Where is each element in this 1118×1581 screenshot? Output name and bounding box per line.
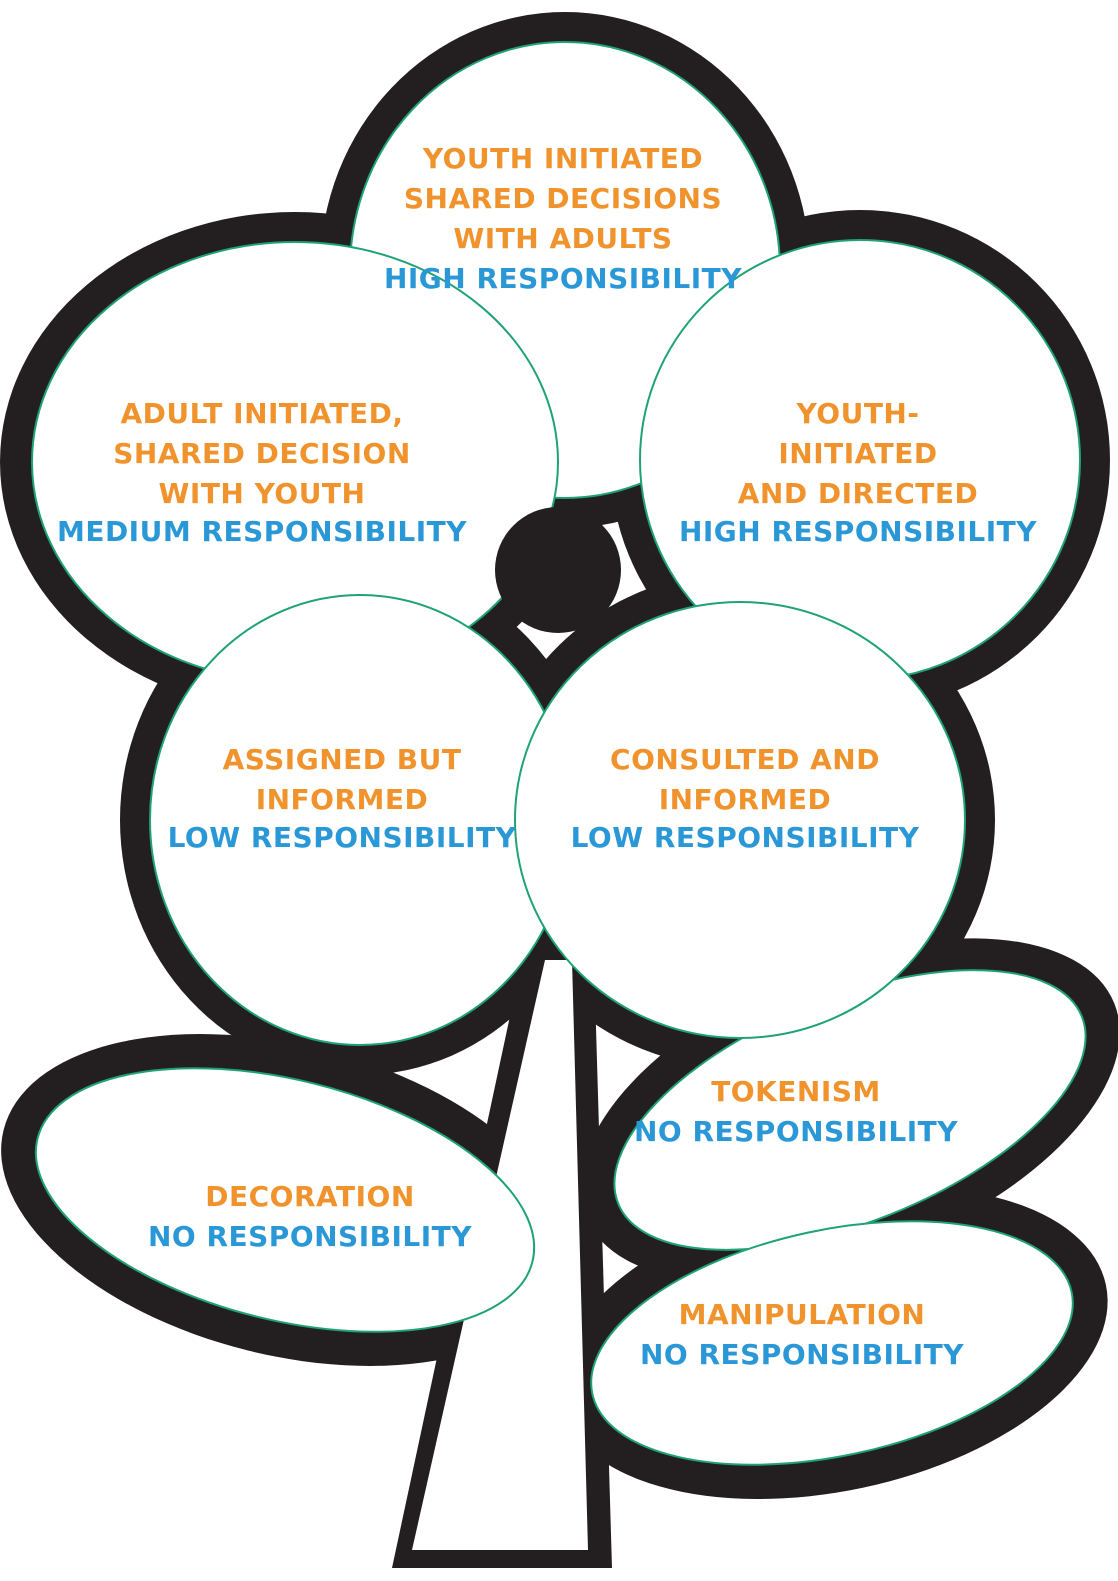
level-line: INFORMED <box>659 783 832 816</box>
leaf-left-label: DECORATION NO RESPONSIBILITY <box>148 1180 472 1253</box>
level-line: SHARED DECISIONS <box>404 182 722 215</box>
petal-left-label: ADULT INITIATED, SHARED DECISION WITH YO… <box>57 397 467 548</box>
lower-left-petal <box>149 594 571 1046</box>
level-line: INITIATED <box>778 437 937 470</box>
petal-right-label: YOUTH- INITIATED AND DIRECTED HIGH RESPO… <box>679 397 1037 548</box>
level-line: WITH YOUTH <box>159 477 366 510</box>
manipulation-leaf <box>590 1220 1074 1466</box>
petal-lower-left-label: ASSIGNED BUT INFORMED LOW RESPONSIBILITY <box>168 743 517 854</box>
responsibility-label: NO RESPONSIBILITY <box>148 1220 472 1253</box>
responsibility-label: HIGH RESPONSIBILITY <box>384 262 742 295</box>
level-line: TOKENISM <box>711 1075 881 1108</box>
petal-top-label: YOUTH INITIATED SHARED DECISIONS WITH AD… <box>384 142 742 295</box>
decoration-leaf <box>34 1067 536 1333</box>
level-line: INFORMED <box>256 783 429 816</box>
leaf-lower-right-label: MANIPULATION NO RESPONSIBILITY <box>640 1298 964 1371</box>
responsibility-label: NO RESPONSIBILITY <box>634 1115 958 1148</box>
level-line: WITH ADULTS <box>453 222 672 255</box>
flower-center <box>495 507 621 633</box>
level-line: ADULT INITIATED, <box>120 397 403 430</box>
lower-right-petal <box>514 601 966 1039</box>
level-line: AND DIRECTED <box>738 477 978 510</box>
level-line: SHARED DECISION <box>113 437 411 470</box>
level-line: ASSIGNED BUT <box>223 743 462 776</box>
responsibility-label: HIGH RESPONSIBILITY <box>679 515 1037 548</box>
level-line: DECORATION <box>205 1180 415 1213</box>
petal-lower-right-label: CONSULTED AND INFORMED LOW RESPONSIBILIT… <box>571 743 920 854</box>
level-line: MANIPULATION <box>679 1298 926 1331</box>
leaf-upper-right-label: TOKENISM NO RESPONSIBILITY <box>634 1075 958 1148</box>
responsibility-label: NO RESPONSIBILITY <box>640 1338 964 1371</box>
level-line: YOUTH INITIATED <box>422 142 703 175</box>
responsibility-label: LOW RESPONSIBILITY <box>168 821 517 854</box>
leaves <box>34 969 1087 1466</box>
level-line: YOUTH- <box>796 397 920 430</box>
level-line: CONSULTED AND <box>610 743 880 776</box>
petals <box>31 41 1081 1046</box>
responsibility-label: LOW RESPONSIBILITY <box>571 821 920 854</box>
responsibility-label: MEDIUM RESPONSIBILITY <box>57 515 467 548</box>
